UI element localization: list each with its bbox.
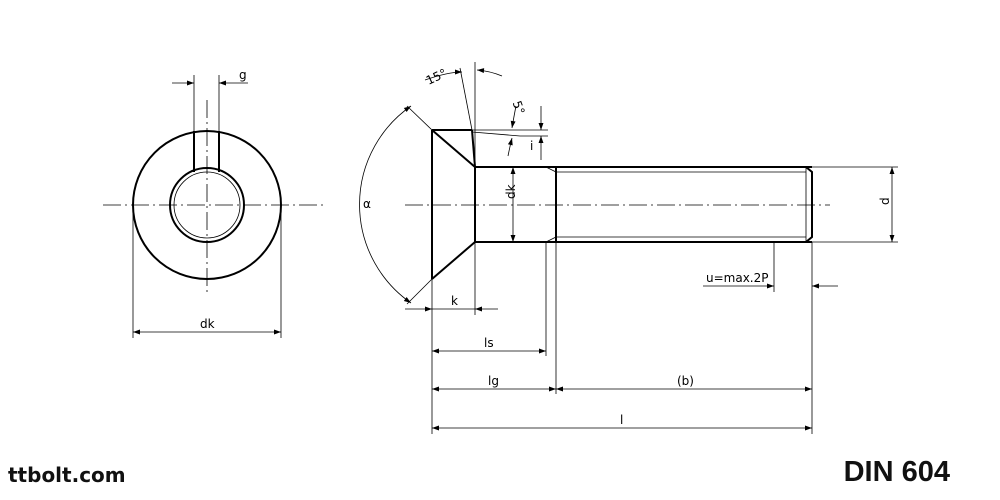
i-label: i <box>530 139 533 153</box>
b-label: (b) <box>677 374 694 388</box>
angle15-ext <box>459 67 473 131</box>
angle5-arc-lower <box>507 137 513 157</box>
nib-front <box>471 129 476 168</box>
angle5-arc-upper <box>510 105 517 129</box>
bolt-end <box>805 166 813 243</box>
thread-runout-top <box>545 166 557 173</box>
dk-side-label: dk <box>504 184 518 199</box>
nib-cone-line <box>471 131 521 137</box>
head-cone-lower <box>431 241 476 280</box>
standard-title: DIN 604 <box>843 456 950 488</box>
ls-label: ls <box>484 336 494 350</box>
angle15-arc <box>424 69 463 81</box>
side-view: α 15° 5° i dk d k <box>359 62 898 434</box>
l-label: l <box>620 413 623 427</box>
u-label: u=max.2P <box>706 271 769 285</box>
dk-front-label: dk <box>200 317 215 331</box>
brand-text: ttbolt.com <box>8 463 126 487</box>
front-view: g dk <box>103 68 325 338</box>
d-label: d <box>878 197 892 205</box>
lg-label: lg <box>488 374 499 388</box>
alpha-ext-upper <box>406 105 433 131</box>
g-label: g <box>239 68 247 82</box>
head-cone-upper <box>431 129 476 168</box>
thread-runout-bottom <box>545 236 557 243</box>
angle15-arc-right <box>476 68 503 77</box>
k-label: k <box>451 294 458 308</box>
angle5-label: 5° <box>510 99 528 117</box>
alpha-label: α <box>363 197 371 211</box>
angle15-label: 15° <box>424 66 449 88</box>
alpha-arc <box>359 105 412 304</box>
alpha-ext-lower <box>406 278 433 305</box>
